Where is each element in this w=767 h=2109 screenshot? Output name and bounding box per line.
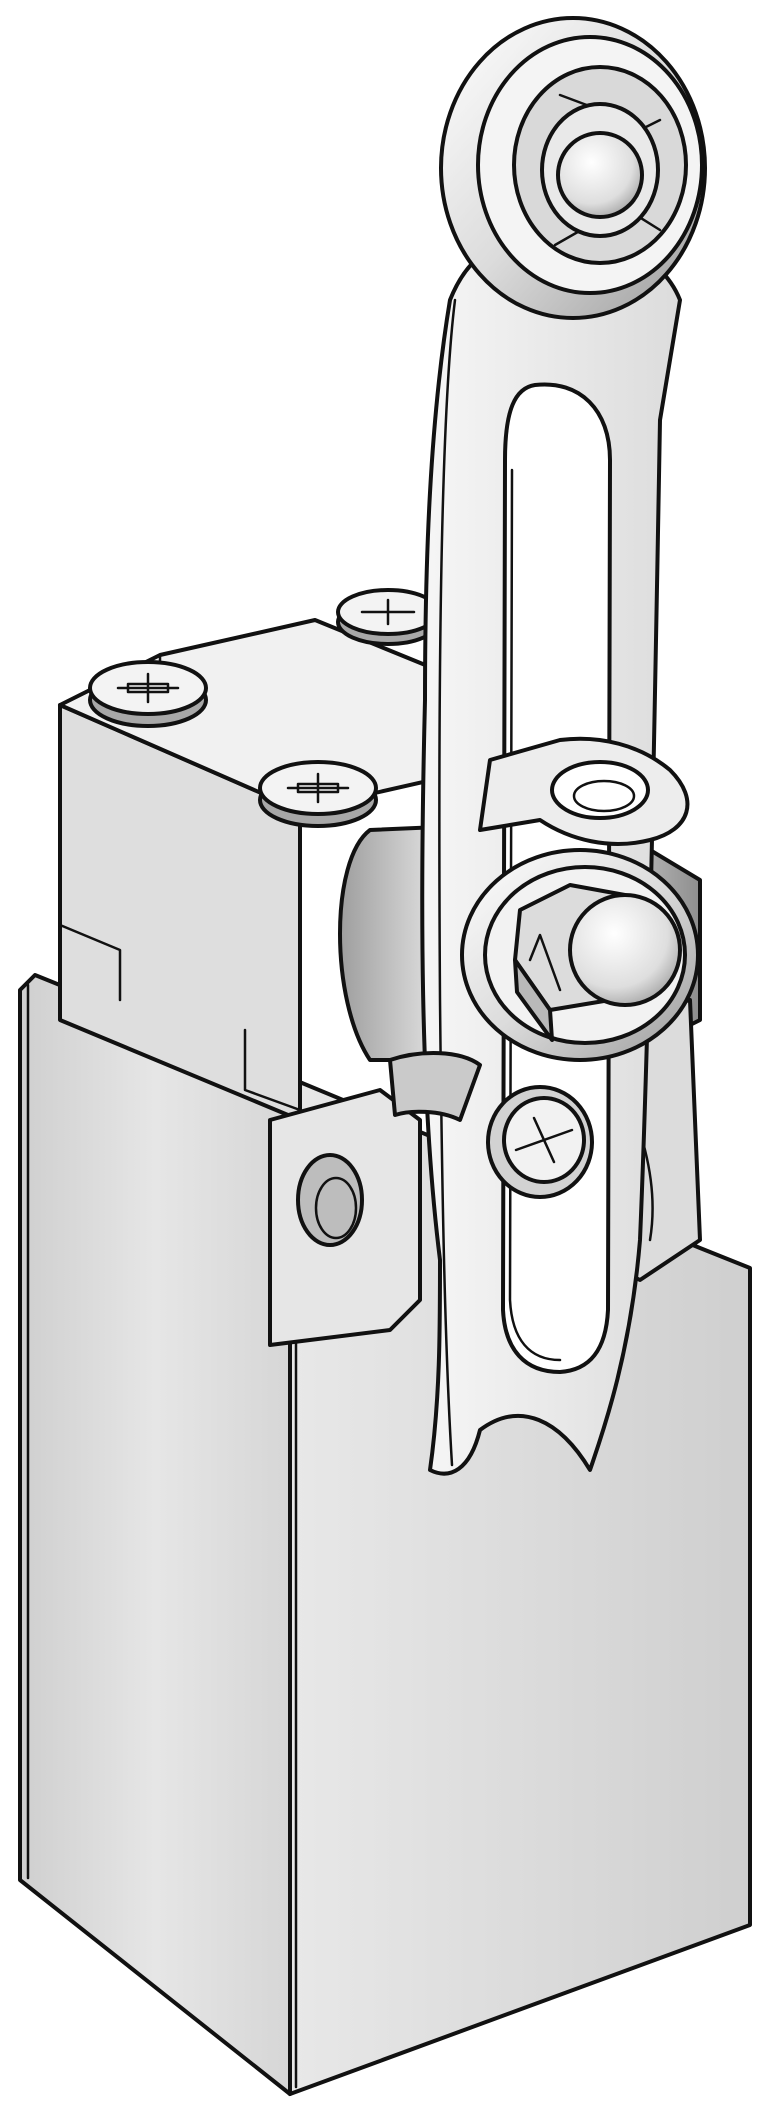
roller-wheel (439, 16, 707, 320)
mounting-hole (296, 1153, 364, 1247)
cover-screw-1 (88, 660, 208, 728)
cover-screw-3 (336, 588, 440, 646)
mounting-ear (268, 1088, 422, 1347)
roller-hub (556, 131, 644, 219)
clamp-bolt (460, 848, 700, 1062)
hinge-block (388, 1051, 482, 1122)
switch-body (18, 973, 752, 2096)
cover-screw-2 (258, 760, 378, 828)
lever-eyelet (478, 736, 690, 846)
lever-fixing-screw (486, 1085, 594, 1199)
